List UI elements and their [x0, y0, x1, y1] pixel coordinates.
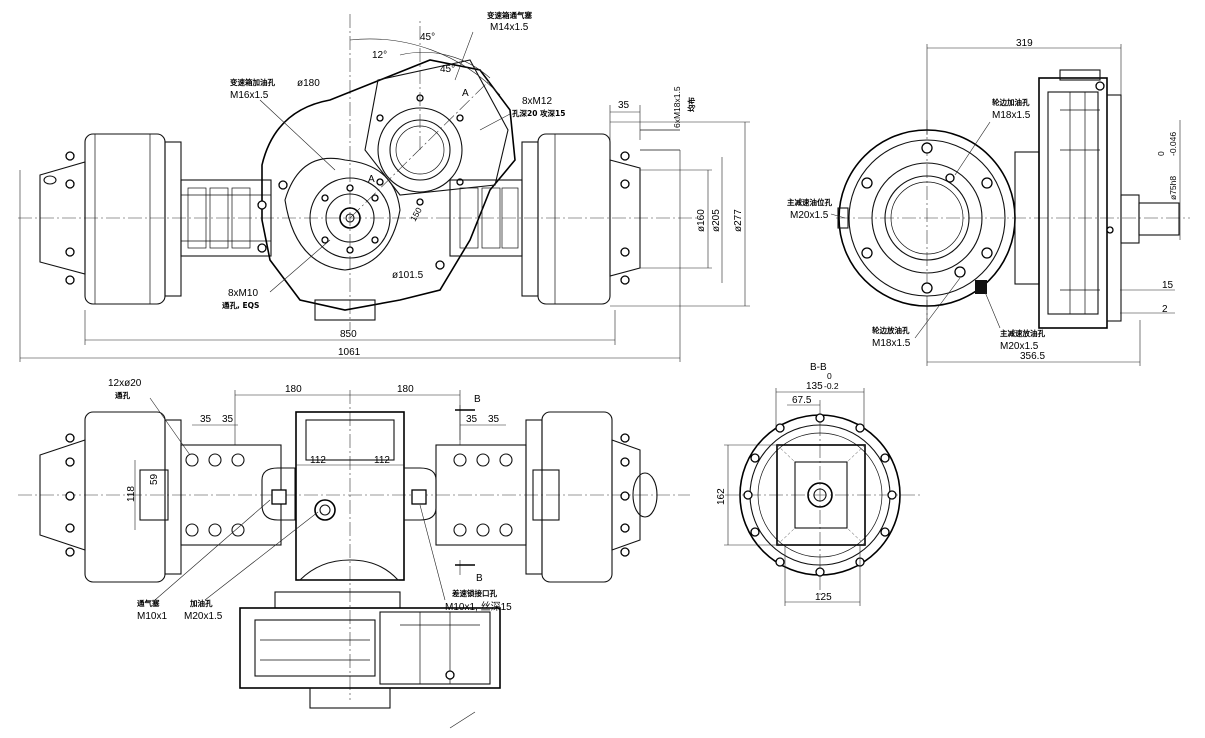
- marker-a2: A: [368, 174, 375, 185]
- dim-356-5: 356.5: [1020, 351, 1045, 362]
- dim-phi101-5: ø101.5: [392, 270, 424, 281]
- marker-a1: A: [462, 88, 469, 99]
- leader-lines: [149, 31, 1001, 729]
- dim-phi75-tol-upper: 0: [1156, 151, 1166, 156]
- dim-35d: 35: [488, 414, 500, 425]
- dim-angle45a: 45°: [420, 32, 435, 43]
- label-cable-port: 差速锁接口孔: [451, 588, 497, 598]
- label-breather: 通气塞: [137, 598, 160, 608]
- label-8xm10-note: 通孔, EQS: [222, 300, 259, 310]
- dim-118: 118: [126, 486, 137, 502]
- label-wheel-fill-spec: M18x1.5: [992, 110, 1031, 121]
- center-housing: [257, 20, 516, 321]
- front-view-dimensions: [19, 105, 750, 362]
- dim-15: 15: [1162, 280, 1174, 291]
- dim-135-tol-lower: -0.2: [824, 381, 839, 391]
- dim-125: 125: [815, 592, 832, 603]
- dim-850: 850: [340, 329, 357, 340]
- dim-angle45b: 45°: [440, 64, 455, 75]
- label-wheel-drain-spec: M18x1.5: [872, 338, 911, 349]
- dim-r150: 150: [408, 205, 424, 223]
- top-view: [18, 390, 690, 709]
- label-breather-spec: M10x1: [137, 611, 167, 622]
- dim-phi75: ø75h8: [1168, 176, 1178, 200]
- label-main-drain-spec: M20x1.5: [1000, 341, 1039, 352]
- section-title: B-B: [810, 362, 827, 373]
- label-8xm12: 8xM12: [522, 96, 552, 107]
- label-6xm18: 6xM18x1.5: [672, 86, 682, 128]
- dim-phi75-tol-lower: -0.046: [1168, 132, 1178, 156]
- section-mark-top: B: [474, 394, 481, 405]
- label-wheel-drain: 轮边放油孔: [872, 325, 910, 335]
- label-fill-gearbox: 变速箱加油孔: [230, 77, 275, 87]
- dim-1061: 1061: [338, 347, 361, 358]
- label-main-drain: 主减速放油孔: [1000, 328, 1045, 338]
- label-8xm10: 8xM10: [228, 288, 258, 299]
- dim-35a: 35: [200, 414, 212, 425]
- dim-135: 135: [806, 381, 823, 392]
- side-view: [836, 44, 1190, 366]
- section-bb-view: [724, 388, 920, 606]
- label-main-level: 主减速油位孔: [787, 197, 832, 207]
- dim-35c: 35: [466, 414, 478, 425]
- label-main-level-spec: M20x1.5: [790, 210, 829, 221]
- label-breather-gearbox: 变速箱通气塞: [487, 10, 532, 20]
- dim-angle12: 12°: [372, 50, 387, 61]
- dim-319: 319: [1016, 38, 1033, 49]
- left-wheel-hub: [39, 133, 182, 305]
- label-fill-gearbox-spec: M16x1.5: [230, 90, 269, 101]
- label-12x-holes: 12xø20: [108, 378, 142, 389]
- right-wheel-hub: [521, 129, 680, 305]
- front-view: [18, 14, 750, 362]
- label-wheel-fill: 轮边加油孔: [992, 97, 1030, 107]
- dim-phi180: ø180: [297, 78, 320, 89]
- dim-phi277: ø277: [733, 209, 744, 232]
- label-breather-gearbox-spec: M14x1.5: [490, 22, 529, 33]
- dim-180-right: 180: [397, 384, 414, 395]
- dim-phi205: ø205: [711, 209, 722, 232]
- section-mark-bottom: B: [476, 573, 483, 584]
- label-fill: 加油孔: [189, 598, 213, 608]
- label-fill-spec: M20x1.5: [184, 611, 223, 622]
- label-6xm18-note: 均布: [686, 97, 696, 112]
- label-8xm12-depth: 孔深20 攻深15: [512, 108, 566, 118]
- dim-2: 2: [1162, 304, 1168, 315]
- dim-112a: 112: [310, 455, 326, 466]
- dim-112b: 112: [374, 455, 390, 466]
- text-labels: 变速箱通气塞 M14x1.5 变速箱加油孔 M16x1.5 ø180 12° 4…: [108, 10, 1178, 622]
- dim-35-top: 35: [618, 100, 630, 111]
- label-cable-port-spec: M10x1, 丝深15: [445, 601, 512, 613]
- dim-59: 59: [149, 473, 160, 485]
- label-12x-holes-note: 通孔: [115, 390, 130, 400]
- left-axle-tube: [180, 179, 272, 257]
- dim-135-tol-upper: 0: [827, 371, 832, 381]
- dim-phi160: ø160: [696, 209, 707, 232]
- dim-35b: 35: [222, 414, 234, 425]
- dim-180-left: 180: [285, 384, 302, 395]
- dim-162: 162: [716, 488, 727, 505]
- dim-67-5: 67.5: [792, 395, 812, 406]
